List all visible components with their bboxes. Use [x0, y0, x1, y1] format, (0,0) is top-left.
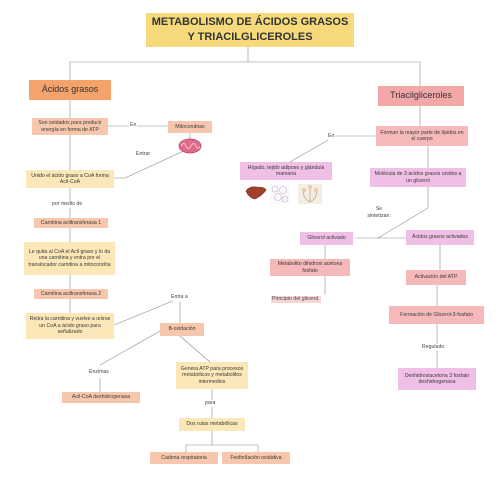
- acyl-coa-dehydrogenase-node: Acil-CoA deshidrogenasa: [62, 392, 140, 403]
- por-medio-label: por medio de: [51, 201, 84, 208]
- transfer-carnitine-node: Le quita al CoA el Acil graso y lo da un…: [24, 242, 115, 275]
- dhap-metabolite-node: Metabolito dihidroxi acetona fosfato: [270, 259, 350, 276]
- respiratory-chain-node: Cadena respiratoria: [150, 452, 218, 464]
- entrar-label: Entrar: [135, 151, 152, 158]
- sintetizan-label: Se sintetizan:: [364, 206, 394, 219]
- carnitine-acyltransferase-2-node: Carnitina aciltransferasa 2: [34, 289, 108, 299]
- triacylglycerols-header: Triacilgliceroles: [378, 86, 464, 106]
- regulado-label: Regulado: [421, 344, 446, 351]
- return-coa-node: Retira la carnitina y vuelve a unirse un…: [26, 313, 114, 339]
- en-label-right: En: [327, 133, 336, 140]
- molecule-node: Molécula de 3 ácidos grasos unidos a un …: [370, 168, 466, 187]
- enzimas-label: Enzimas: [88, 369, 110, 376]
- entra-a-label: Entra a: [170, 294, 189, 301]
- carnitine-acyltransferase-1-node: Carnitina aciltransferasa 1: [34, 218, 108, 228]
- glycerol-3-phosphate-node: Formación de Glicerol-3-fosfato: [389, 306, 484, 324]
- atp-generation-node: Genera ATP para procesos metabólicos y m…: [176, 362, 248, 389]
- mitochondria-icon: [178, 138, 202, 154]
- en-label-left: En: [129, 122, 138, 129]
- activated-fatty-acids-node: Ácidos grasos activados: [406, 230, 474, 245]
- mitochondria-node: Mitocondrias: [168, 121, 212, 133]
- fatty-acids-header: Ácidos grasos: [29, 80, 111, 100]
- bind-coa-node: Unido el ácido graso a CoA forma Acil-Co…: [26, 170, 114, 188]
- atp-activation-node: Activación del ATP: [406, 270, 466, 285]
- liver-icon: [245, 186, 267, 200]
- oxidized-node: Son oxidados para producir energía en fo…: [32, 118, 108, 135]
- activated-glycerol-node: Glicerol activado: [300, 232, 353, 245]
- beta-oxidation-node: B-oxidación: [160, 323, 204, 336]
- lipid-storage-node: Forman la mayor parte de lípidos en el c…: [376, 126, 468, 146]
- diagram-title: METABOLISMO DE ÁCIDOS GRASOS Y TRIACILGL…: [146, 13, 354, 47]
- para-label: para: [204, 400, 217, 407]
- two-pathways-node: Dos rutas metabólicas: [179, 418, 245, 431]
- oxidative-phosphorylation-node: Fosforilación oxidativa: [222, 452, 290, 464]
- glycerol-precursor-label: Principio del glicerol.: [271, 296, 321, 303]
- organs-node: Hígado, tejido adiposo y glándula mamari…: [240, 162, 332, 180]
- dhap-dehydrogenase-node: Deshidroxiacetona 3 fosfato deshidrogena…: [398, 368, 476, 390]
- mammary-gland-icon: [298, 184, 322, 204]
- adipose-tissue-icon: [270, 184, 290, 204]
